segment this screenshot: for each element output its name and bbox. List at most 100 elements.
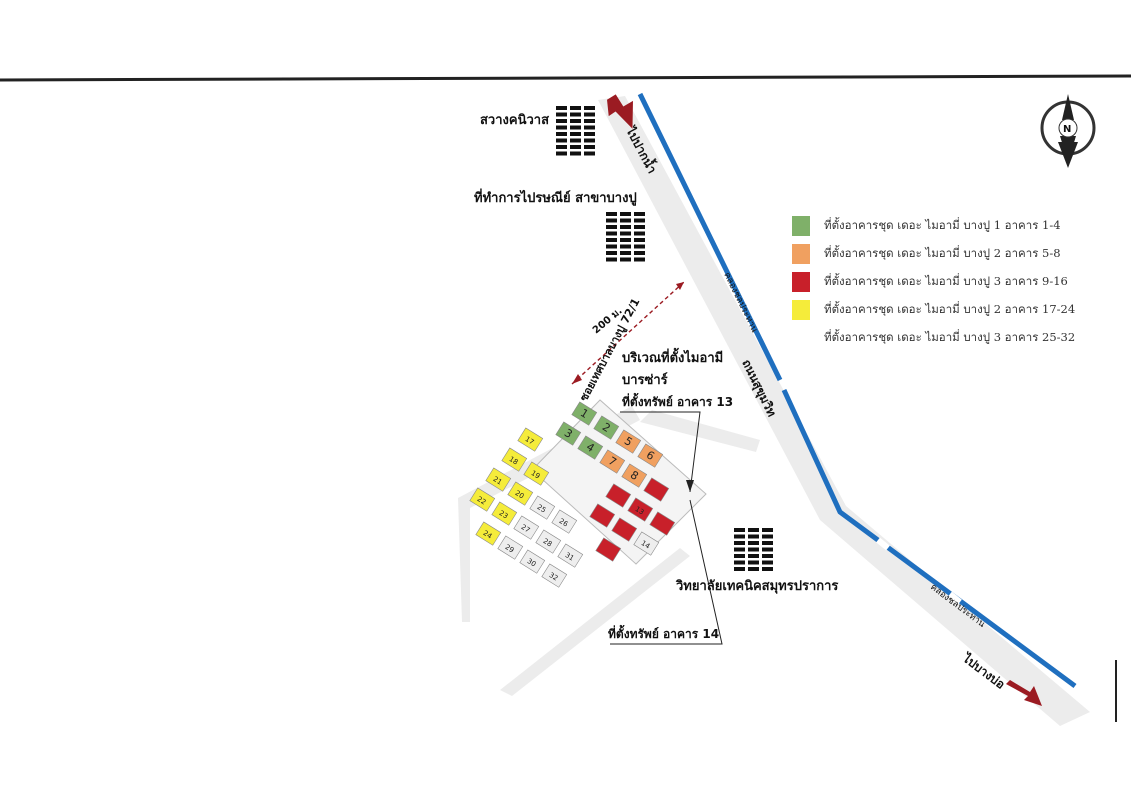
glyph-bar bbox=[748, 567, 759, 571]
condo-plot-shape bbox=[485, 467, 512, 492]
glyph-bar bbox=[620, 218, 631, 223]
condo-plot: 32 bbox=[541, 563, 568, 588]
condo-plot bbox=[605, 483, 632, 508]
glyph-bar bbox=[606, 244, 617, 249]
glyph-bar bbox=[606, 238, 617, 242]
glyph-bar bbox=[570, 125, 581, 130]
condo-plot-shape bbox=[649, 511, 676, 536]
glyph-bar bbox=[570, 138, 581, 143]
condo-plot-shape bbox=[627, 497, 654, 522]
condo-plot-number: 14 bbox=[640, 539, 652, 551]
glyph-bar bbox=[620, 244, 631, 249]
glyph-bar bbox=[734, 541, 745, 545]
condo-plot: 20 bbox=[507, 481, 534, 506]
condo-plot: 30 bbox=[519, 549, 546, 574]
glyph-bar bbox=[620, 257, 631, 262]
condo-plot-shape bbox=[507, 481, 534, 506]
legend-text-5: ที่ตั้งอาคารชุด เดอะ ไมอามี่ บางปู 3 อาค… bbox=[824, 330, 1076, 344]
legend-item-1: ที่ตั้งอาคารชุด เดอะ ไมอามี่ บางปู 1 อาค… bbox=[792, 212, 1075, 240]
condo-plot: 1 bbox=[571, 401, 598, 426]
condo-plot-shape bbox=[621, 463, 648, 488]
glyph-bar bbox=[634, 212, 645, 216]
glyph-bar bbox=[584, 138, 595, 143]
condo-plot: 3 bbox=[555, 421, 582, 446]
legend-item-2: ที่ตั้งอาคารชุด เดอะ ไมอามี่ บางปู 2 อาค… bbox=[792, 240, 1075, 268]
condo-plot-shape bbox=[517, 427, 544, 452]
condo-plot-shape bbox=[497, 535, 524, 560]
sukhumvit-road bbox=[598, 96, 1090, 726]
glyph-bar bbox=[748, 541, 759, 545]
condo-plot-shape bbox=[577, 435, 604, 460]
distance-arrow-head-left-icon bbox=[572, 374, 582, 384]
condo-plot-shape bbox=[551, 509, 578, 534]
glyph-bar bbox=[748, 534, 759, 539]
condo-plot bbox=[611, 517, 638, 542]
condo-plot-number: 19 bbox=[530, 469, 542, 481]
condo-plot: 8 bbox=[621, 463, 648, 488]
glyph-bar bbox=[584, 125, 595, 130]
condo-plot-number: 29 bbox=[504, 543, 516, 555]
condo-plot-number: 25 bbox=[536, 503, 548, 515]
legend-swatch-2 bbox=[792, 244, 810, 264]
glyph-bar bbox=[762, 534, 773, 539]
compass-icon bbox=[1040, 94, 1096, 168]
glyph-bar bbox=[584, 145, 595, 149]
label-sawang-kaniwat: สวางคนิวาส bbox=[480, 113, 549, 128]
condo-plot bbox=[643, 477, 670, 502]
legend-swatch-5 bbox=[792, 328, 810, 348]
condo-plot: 7 bbox=[599, 449, 626, 474]
glyph-bar bbox=[734, 547, 745, 552]
condo-plot-shape bbox=[593, 415, 620, 440]
legend-text-4: ที่ตั้งอาคารชุด เดอะ ไมอามี่ บางปู 2 อาค… bbox=[824, 302, 1076, 316]
glyph-bar bbox=[634, 218, 645, 223]
condo-plot-shape bbox=[519, 549, 546, 574]
glyph-bar bbox=[620, 225, 631, 229]
condo-plot: 25 bbox=[529, 495, 556, 520]
legend-swatch-1 bbox=[792, 216, 810, 236]
glyph-bar bbox=[748, 528, 759, 532]
compass-n-label: N bbox=[1063, 124, 1071, 135]
glyph-bar bbox=[762, 560, 773, 565]
condo-plot: 21 bbox=[485, 467, 512, 492]
condo-plot-number: 24 bbox=[482, 529, 494, 541]
glyph-bar bbox=[556, 151, 567, 156]
condo-plot: 5 bbox=[615, 429, 642, 454]
arrow-to-pak-nam-icon bbox=[607, 94, 633, 129]
condo-plot-number: 31 bbox=[564, 551, 576, 563]
distance-arrow-head-right-icon bbox=[676, 282, 684, 290]
landmark-building-glyphs bbox=[556, 106, 773, 571]
condo-plot-shape bbox=[615, 429, 642, 454]
glyph-bar bbox=[620, 212, 631, 216]
glyph-bar bbox=[748, 554, 759, 558]
condo-plot-shape bbox=[557, 543, 584, 568]
glyph-bar bbox=[556, 145, 567, 149]
condo-plot bbox=[649, 511, 676, 536]
glyph-bar bbox=[606, 218, 617, 223]
glyph-bar bbox=[634, 257, 645, 262]
glyph-bar bbox=[584, 119, 595, 123]
arrow-to-bang-bo-icon bbox=[1006, 680, 1042, 706]
canal-line bbox=[637, 92, 1077, 689]
condo-plot-shape bbox=[535, 529, 562, 554]
condo-plot-number: 32 bbox=[548, 571, 560, 583]
glyph-bar bbox=[570, 132, 581, 136]
glyph-bar bbox=[556, 132, 567, 136]
glyph-bar bbox=[762, 554, 773, 558]
label-technical-college: วิทยาลัยเทคนิคสมุทรปราการ bbox=[675, 579, 838, 594]
condo-plot bbox=[595, 537, 622, 562]
glyph-bar bbox=[570, 151, 581, 156]
condo-plot: 28 bbox=[535, 529, 562, 554]
glyph-bar bbox=[584, 132, 595, 136]
condo-plot: 29 bbox=[497, 535, 524, 560]
glyph-bar bbox=[556, 138, 567, 143]
condo-plot-shape bbox=[611, 517, 638, 542]
condo-plot-number: 22 bbox=[476, 495, 488, 507]
glyph-bar bbox=[634, 225, 645, 229]
glyph-bar bbox=[620, 251, 631, 255]
condo-plot: 17 bbox=[517, 427, 544, 452]
distance-indicator bbox=[571, 281, 685, 385]
condo-plot-number: 17 bbox=[524, 435, 536, 447]
glyph-bar bbox=[634, 251, 645, 255]
glyph-bar bbox=[556, 106, 567, 110]
